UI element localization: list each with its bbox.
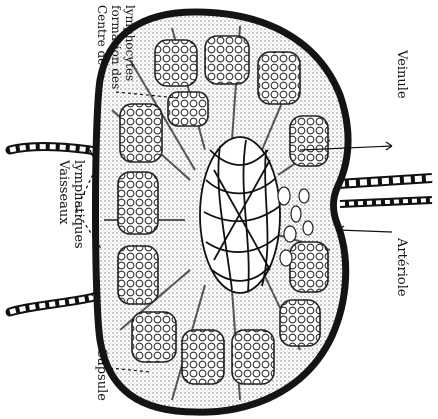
label-vaisseaux-line-2: lymphatiques	[71, 160, 86, 249]
medullary-cords	[200, 137, 280, 293]
label-veinule: Veinule	[394, 49, 409, 99]
label-centre-line-3: lymphocytes	[123, 5, 137, 81]
label-centre-line-2: formation des	[109, 5, 123, 89]
label-arteriole: Artériole	[394, 237, 409, 297]
hilum-blood-vessels	[338, 178, 432, 204]
label-capsule: Capsule	[94, 348, 109, 401]
label-vaisseaux-line-1: Vaisseaux	[56, 159, 71, 225]
label-centre-line-1: Centre de	[95, 5, 109, 65]
